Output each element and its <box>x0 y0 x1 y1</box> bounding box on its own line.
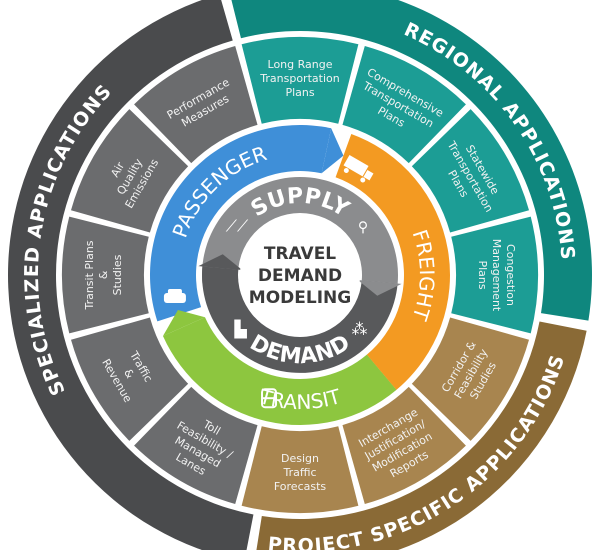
segment-shape <box>241 426 359 513</box>
road-icon: ⟋⟋ <box>226 217 249 236</box>
supply-arc <box>201 176 398 284</box>
truck-icon <box>343 155 374 183</box>
arrow-tip <box>162 310 205 337</box>
segment-shape <box>411 109 530 233</box>
segment-shape <box>451 216 538 334</box>
segment-label: Transit Plans&Studies <box>83 240 124 310</box>
application-segment[interactable]: CongestionManagementPlans <box>451 216 538 334</box>
buildings-icon: ▙ <box>233 320 247 339</box>
car-icon <box>163 289 186 304</box>
application-segment[interactable]: PerformanceMeasures <box>134 45 258 164</box>
segment-label: CongestionManagementPlans <box>476 239 517 312</box>
arrow-tip <box>198 254 243 270</box>
segment-shape <box>411 317 530 441</box>
center-title-line: MODELING <box>249 288 351 308</box>
people-icon: ⁂ <box>351 320 367 339</box>
application-segment[interactable]: StatewideTransportationPlans <box>411 109 530 233</box>
segment-shape <box>241 36 359 124</box>
bus-icon <box>261 388 278 409</box>
segment-shape <box>134 386 258 505</box>
application-segment[interactable]: InterchangeJustification/ModificationRep… <box>342 386 466 505</box>
mode-segment-transit <box>162 317 397 425</box>
arrow-tip <box>357 280 402 296</box>
segment-shape <box>62 216 149 334</box>
segment-shape <box>70 317 189 441</box>
mode-segment-passenger <box>150 125 332 322</box>
band-specialized <box>8 0 254 550</box>
application-segment[interactable]: Corridor &FeasibilityStudies <box>411 317 530 441</box>
segment-shape <box>342 45 466 164</box>
center-circle <box>240 215 360 335</box>
arrow-tip <box>321 128 344 174</box>
segment-shape <box>134 45 258 164</box>
segment-shape <box>342 386 466 505</box>
band-regional <box>231 0 592 321</box>
application-segment[interactable]: Traffic&Revenue <box>70 317 189 441</box>
location-pin-icon: ⚲ <box>358 220 368 236</box>
band-project-specific <box>256 321 587 550</box>
mode-segment-freight <box>335 134 451 390</box>
segment-shape <box>70 109 189 233</box>
demand-arc <box>202 266 398 373</box>
application-segment[interactable]: TollFeasibility /ManagedLanes <box>134 386 258 505</box>
application-segment[interactable]: AirQualityEmissions <box>70 109 189 233</box>
center-title-line: DEMAND <box>258 266 342 286</box>
center-title-line: TRAVEL <box>264 244 336 264</box>
application-segment[interactable]: Transit Plans&Studies <box>62 216 149 334</box>
